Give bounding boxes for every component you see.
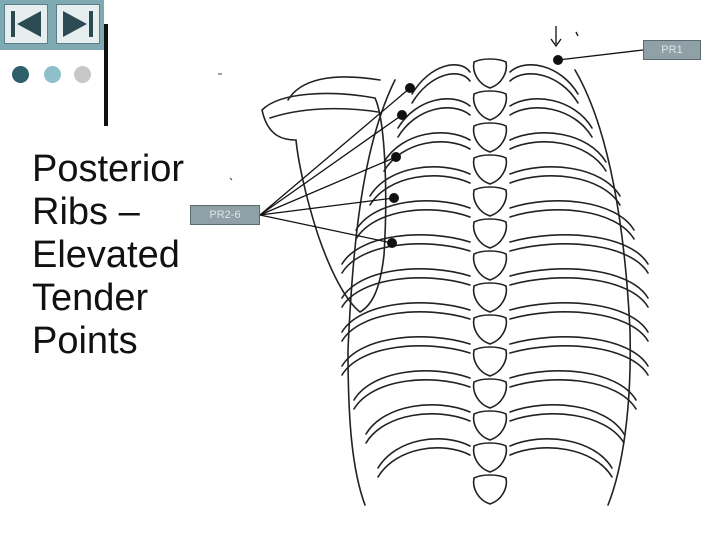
rib-left (342, 235, 470, 264)
vertebra (474, 123, 507, 152)
rib-right (510, 99, 592, 128)
rib-right (510, 346, 648, 375)
rib-left (356, 201, 470, 230)
rib-right (510, 235, 648, 264)
rib-right (510, 201, 634, 230)
pr1-point (553, 55, 563, 65)
rib-right (510, 439, 612, 468)
rib-right (510, 337, 648, 366)
vertebra (474, 91, 507, 120)
vertebra (474, 315, 507, 344)
vertebra (474, 379, 507, 408)
pr5-point (389, 193, 399, 203)
vertebra (474, 219, 507, 248)
callout-pr1: PR1 (643, 40, 701, 60)
vertebra (474, 155, 507, 184)
pr1-leader-line (558, 50, 643, 60)
stray-mark (576, 32, 578, 36)
scapula-outline (262, 94, 386, 312)
vertebra (474, 443, 507, 472)
rib-right (510, 303, 648, 332)
rib-left (342, 337, 470, 366)
vertebra (474, 59, 507, 88)
rib-left (342, 303, 470, 332)
pr4-point (391, 152, 401, 162)
rib-right (510, 371, 636, 400)
arrow-marker (551, 26, 561, 46)
callout-pr2-6: PR2-6 (190, 205, 260, 225)
rib-left (378, 439, 470, 468)
rib-right (510, 167, 620, 196)
vertebra (474, 251, 507, 280)
stray-mark (230, 178, 232, 180)
rib-right (510, 405, 624, 434)
pr6-point (387, 238, 397, 248)
pr2-point (405, 83, 415, 93)
rib-left (354, 371, 470, 400)
rib-left (342, 346, 470, 375)
scapula-spine (270, 109, 378, 118)
vertebra (474, 187, 507, 216)
rib-left (342, 269, 470, 298)
vertebra (474, 475, 507, 504)
rib-left (366, 405, 470, 434)
rib-left (354, 380, 470, 409)
vertebra (474, 347, 507, 376)
vertebra (474, 411, 507, 440)
rib-right (510, 380, 636, 409)
vertebra (474, 283, 507, 312)
pr3-point (397, 110, 407, 120)
rib-left (412, 65, 470, 94)
